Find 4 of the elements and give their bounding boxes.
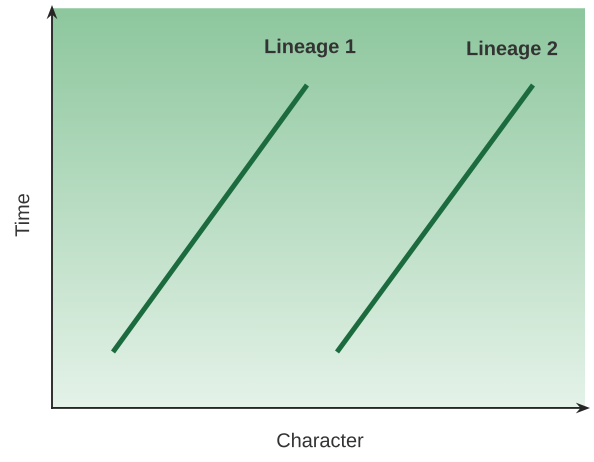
line-label: Lineage 2 xyxy=(467,40,558,60)
axis-label: Character xyxy=(277,432,364,448)
line-label: Lineage 1 xyxy=(265,38,356,58)
axis-label: Time xyxy=(14,194,30,236)
